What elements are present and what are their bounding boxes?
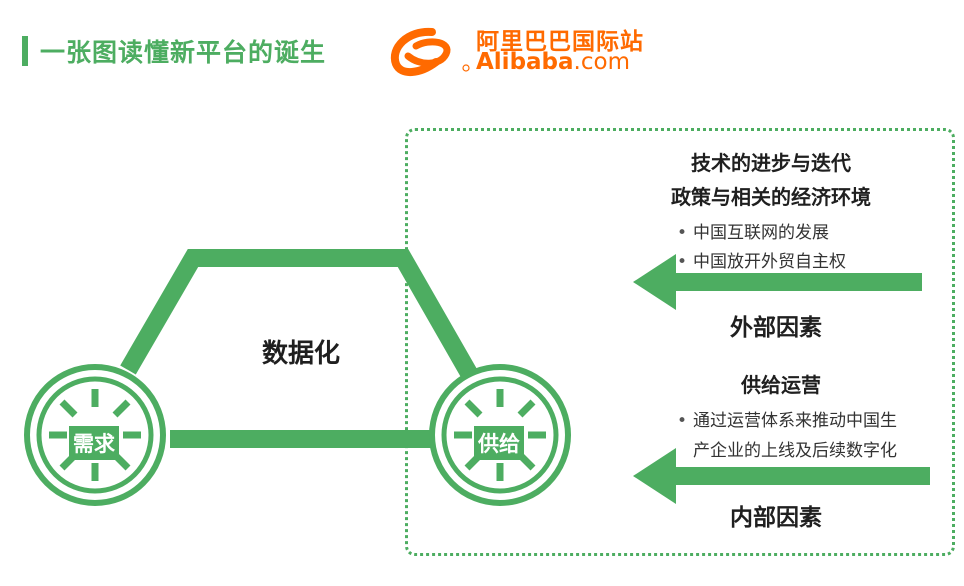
logo-english-main: Alibaba xyxy=(476,49,574,75)
internal-bullet-continuation: 产企业的上线及后续数字化 xyxy=(693,441,897,461)
logo-english-suffix: .com xyxy=(573,49,630,75)
factors-dotted-frame xyxy=(405,128,955,556)
external-heading-line2: 政策与相关的经济环境 xyxy=(671,185,871,209)
right-wheel-label: 供给 xyxy=(474,426,524,460)
internal-arrow-icon xyxy=(633,448,930,504)
logo-english-text: Alibaba.com xyxy=(476,49,630,75)
page-title: 一张图读懂新平台的诞生 xyxy=(40,38,327,67)
external-heading-line1: 技术的进步与迭代 xyxy=(691,151,851,175)
left-wheel-label: 需求 xyxy=(69,426,119,460)
internal-heading: 供给运营 xyxy=(741,373,821,397)
external-arrow-icon xyxy=(633,254,922,310)
title-accent-bar xyxy=(22,36,28,66)
internal-bullet: 通过运营体系来推动中国生 xyxy=(677,406,897,431)
external-bullet: 中国放开外贸自主权 xyxy=(677,247,846,272)
alibaba-logo-icon xyxy=(390,27,470,76)
center-label: 数据化 xyxy=(262,339,341,369)
external-factors-label: 外部因素 xyxy=(730,315,822,341)
left-wheel-icon xyxy=(24,364,166,506)
internal-factors-label: 内部因素 xyxy=(730,505,822,531)
external-bullet: 中国互联网的发展 xyxy=(677,218,829,243)
car-roof-line xyxy=(120,249,478,380)
logo-chinese-text: 阿里巴巴国际站 xyxy=(476,29,644,55)
